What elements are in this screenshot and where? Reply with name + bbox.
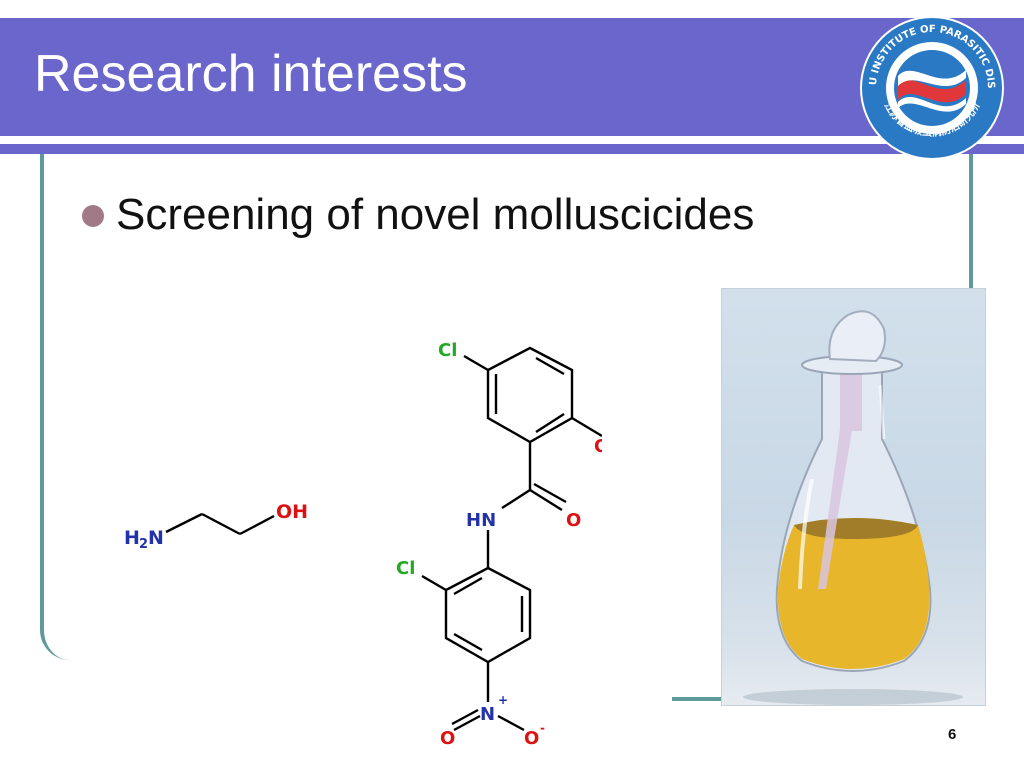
molecule-bonds xyxy=(421,346,602,732)
frame-right-line xyxy=(969,154,973,290)
glass-highlight xyxy=(798,478,814,590)
liquid-surface xyxy=(794,518,918,539)
atom-label-cl-bottom: Cl xyxy=(396,558,415,579)
atom-label-o-right: O xyxy=(524,728,539,749)
flask-photo xyxy=(721,288,986,706)
atom-label-h: H xyxy=(124,527,140,549)
atom-label-o-left: O xyxy=(440,728,455,749)
atom-label-subscript: 2 xyxy=(139,537,148,552)
title-underline xyxy=(0,144,1024,154)
niclosamide-structure: Cl OH HN O Cl N + O O - xyxy=(396,340,602,749)
frame-left-line xyxy=(40,154,44,624)
bullet-text: Screening of novel molluscicides xyxy=(116,190,755,239)
bullet-dot xyxy=(82,205,104,227)
logo-white-wave xyxy=(898,70,966,87)
logo-white-wave-lower xyxy=(898,96,966,112)
atom-label-hn: HN xyxy=(466,510,496,531)
atom-label-n: N xyxy=(148,527,164,549)
flask-illustration xyxy=(743,310,963,705)
atom-label-n-nitro: N xyxy=(480,704,495,725)
page-number: 6 xyxy=(948,726,957,743)
ethanolamine-structure: H 2 N OH xyxy=(124,501,308,552)
inner-tube xyxy=(818,369,862,589)
atom-charge-plus: + xyxy=(498,693,508,707)
atom-charge-minus: - xyxy=(540,721,545,735)
flask-stopper xyxy=(828,310,886,363)
atom-label-oh: OH xyxy=(594,436,602,457)
molecule-bonds xyxy=(165,512,275,536)
frame-bottom-line xyxy=(672,697,726,701)
title-stripe xyxy=(0,136,1024,144)
frame-corner xyxy=(40,600,74,660)
atom-label-o-carbonyl: O xyxy=(566,510,581,531)
title-bar xyxy=(0,18,1024,136)
logo-red-wave xyxy=(898,80,966,103)
atom-label-oh: OH xyxy=(276,501,308,523)
slide-title: Research interests xyxy=(34,45,468,103)
glass-highlight-neck xyxy=(878,384,886,440)
atom-label-cl-top: Cl xyxy=(438,340,457,361)
flask-shadow xyxy=(743,689,963,705)
institute-logo: JIANGSU INSTITUTE OF PARASITIC DISEASES … xyxy=(858,14,1004,160)
flask-liquid xyxy=(777,518,930,669)
